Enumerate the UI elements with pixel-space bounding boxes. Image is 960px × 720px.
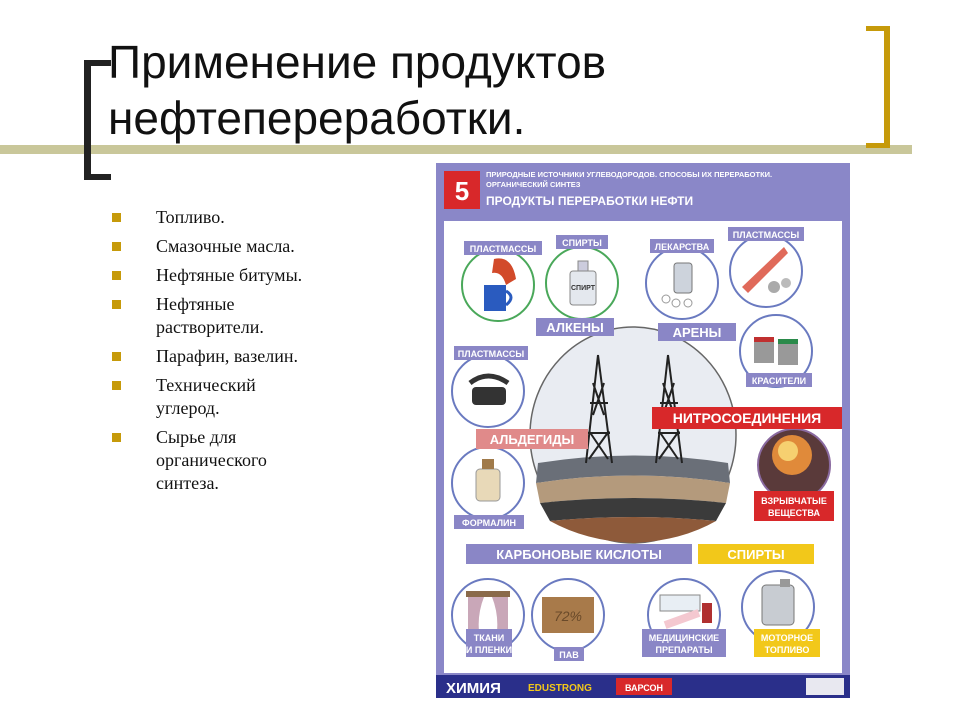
slide-title-line-2: нефтепереработки. bbox=[108, 92, 526, 144]
label-aldehydes: АЛЬДЕГИДЫ bbox=[490, 432, 574, 447]
bullet-marker bbox=[112, 300, 121, 309]
bullet-item-lubricants: Смазочные масла. bbox=[112, 235, 372, 258]
title-underline-rule bbox=[0, 145, 912, 154]
label-explosives-2: ВЕЩЕСТВА bbox=[768, 508, 821, 518]
bullet-item-solvents: Нефтяные растворители. bbox=[112, 293, 372, 339]
oil-field-illustration bbox=[529, 326, 737, 544]
item-alcohol-bottle: СПИРТ bbox=[545, 246, 619, 320]
bullet-text: углерод. bbox=[156, 398, 220, 418]
soap-label: 72% bbox=[554, 608, 582, 624]
poster-header-title: ПРОДУКТЫ ПЕРЕРАБОТКИ НЕФТИ bbox=[486, 194, 693, 208]
item-explosives bbox=[757, 428, 831, 502]
bullet-marker bbox=[112, 213, 121, 222]
bullet-marker bbox=[112, 271, 121, 280]
bullet-text: органического bbox=[156, 450, 267, 470]
oil-products-poster: 5 ПРИРОДНЫЕ ИСТОЧНИКИ УГЛЕВОДОРОДОВ. СПО… bbox=[436, 163, 850, 698]
bullet-text: Парафин, вазелин. bbox=[156, 346, 299, 366]
label-fabrics-2: И ПЛЕНКИ bbox=[466, 645, 512, 655]
bullet-list: Топливо. Смазочные масла. Нефтяные битум… bbox=[112, 206, 372, 501]
poster-footer-logo-box bbox=[616, 678, 672, 695]
label-motor-fuel-1: МОТОРНОЕ bbox=[761, 633, 813, 643]
label-medical-1: МЕДИЦИНСКИЕ bbox=[649, 633, 719, 643]
bottle-label: СПИРТ bbox=[571, 285, 596, 292]
item-dyes-paint bbox=[739, 314, 813, 388]
label-formalin: ФОРМАЛИН bbox=[462, 518, 516, 528]
label-carboxylic-acids: КАРБОНОВЫЕ КИСЛОТЫ bbox=[496, 547, 662, 562]
bullet-item-bitumen: Нефтяные битумы. bbox=[112, 264, 372, 287]
label-alcohols-bottom: СПИРТЫ bbox=[727, 547, 784, 562]
slide-title-line-1: Применение продуктов bbox=[108, 36, 607, 88]
item-plastics-comb bbox=[729, 234, 803, 308]
bullet-item-fuel: Топливо. bbox=[112, 206, 372, 229]
bullet-text: Нефтяные битумы. bbox=[156, 265, 303, 285]
item-soap: 72% bbox=[531, 578, 605, 652]
bullet-item-carbon: Технический углерод. bbox=[112, 374, 372, 420]
poster-number: 5 bbox=[455, 176, 469, 206]
poster-label-group: ПЛАСТМАССЫ СПИРТЫ ЛЕКАРСТВА ПЛАСТМАССЫ А… bbox=[454, 227, 842, 661]
bullet-marker bbox=[112, 352, 121, 361]
slide-title: Применение продуктов нефтепереработки. bbox=[108, 34, 868, 146]
item-plastics-mug bbox=[461, 248, 535, 322]
bullet-text: Топливо. bbox=[156, 207, 225, 227]
label-plastics-3: ПЛАСТМАССЫ bbox=[458, 349, 525, 359]
label-nitro-compounds: НИТРОСОЕДИНЕНИЯ bbox=[673, 410, 821, 426]
label-alcohols-top: СПИРТЫ bbox=[562, 238, 602, 248]
item-medicines bbox=[645, 246, 719, 320]
poster-header-line-1: ПРИРОДНЫЕ ИСТОЧНИКИ УГЛЕВОДОРОДОВ. СПОСО… bbox=[486, 170, 772, 179]
label-medicines: ЛЕКАРСТВА bbox=[655, 242, 710, 252]
item-plastics-phone bbox=[451, 354, 525, 428]
bullet-item-paraffin: Парафин, вазелин. bbox=[112, 345, 372, 368]
label-plastics-1: ПЛАСТМАССЫ bbox=[470, 244, 537, 254]
bullet-text: Нефтяные bbox=[156, 294, 235, 314]
label-surfactants: ПАВ bbox=[559, 650, 579, 660]
poster-header-line-2: ОРГАНИЧЕСКИЙ СИНТЕЗ bbox=[486, 180, 581, 189]
left-bracket-decoration bbox=[84, 60, 111, 180]
item-formalin bbox=[451, 446, 525, 520]
label-explosives-1: ВЗРЫВЧАТЫЕ bbox=[761, 496, 827, 506]
label-fabrics-1: ТКАНИ bbox=[474, 633, 504, 643]
bullet-text: Сырье для bbox=[156, 427, 237, 447]
bullet-marker bbox=[112, 381, 121, 390]
bullet-marker bbox=[112, 433, 121, 442]
label-dyes: КРАСИТЕЛИ bbox=[752, 376, 806, 386]
bullet-item-synthesis: Сырье для органического синтеза. bbox=[112, 426, 372, 495]
poster-footer-publisher: EDUSTRONG bbox=[528, 683, 592, 694]
bullet-text: Смазочные масла. bbox=[156, 236, 295, 256]
label-arenes: АРЕНЫ bbox=[673, 325, 722, 340]
label-motor-fuel-2: ТОПЛИВО bbox=[765, 645, 810, 655]
bullet-text: растворители. bbox=[156, 317, 264, 337]
bullet-text: Технический bbox=[156, 375, 256, 395]
label-medical-2: ПРЕПАРАТЫ bbox=[655, 645, 712, 655]
item-motor-fuel bbox=[741, 570, 815, 644]
label-plastics-2: ПЛАСТМАССЫ bbox=[733, 230, 800, 240]
label-alkenes: АЛКЕНЫ bbox=[546, 320, 603, 335]
poster-footer-badge bbox=[806, 678, 844, 695]
bullet-text: синтеза. bbox=[156, 473, 219, 493]
poster-footer-brand: ХИМИЯ bbox=[446, 680, 501, 697]
bullet-marker bbox=[112, 242, 121, 251]
poster-footer-publisher-2: ВАРСОН bbox=[625, 683, 663, 693]
poster-number-box bbox=[444, 171, 480, 209]
right-bracket-decoration bbox=[866, 26, 890, 148]
